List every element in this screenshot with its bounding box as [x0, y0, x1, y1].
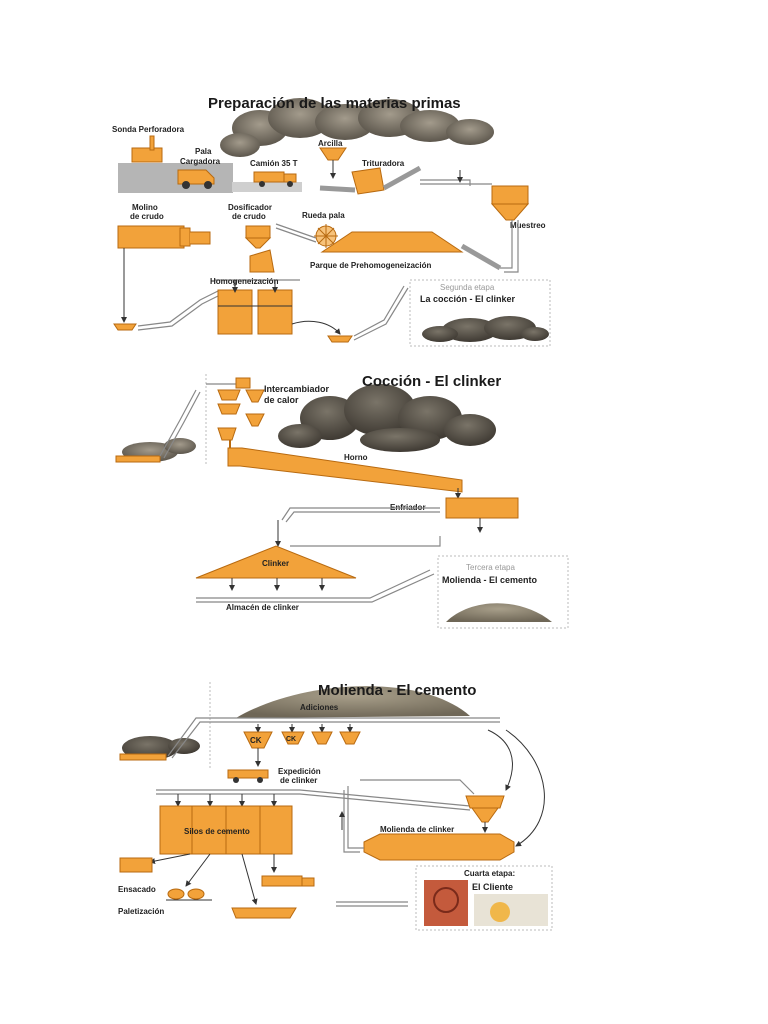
crusher-icon: [319, 165, 422, 195]
next-stage-caption: Segunda etapa: [440, 283, 495, 292]
rock-pile-1: [220, 98, 494, 157]
label-kiln: Horno: [344, 453, 368, 462]
clinker-shipping-icon: [227, 748, 269, 783]
bagging-icon: [119, 853, 191, 873]
label-mill-2: de crudo: [130, 212, 164, 221]
label-sampler: Muestreo: [510, 221, 546, 230]
label-homog: Homogeneización: [210, 277, 279, 286]
section-title: Preparación de las materias primas: [208, 95, 461, 112]
next-stage-caption: Cuarta etapa:: [464, 869, 515, 878]
bulk-truck-icon: [166, 853, 212, 901]
label-crusher: Trituradora: [362, 159, 405, 168]
raw-mill-icon: [117, 225, 211, 249]
label-truck: Camión 35 T: [250, 159, 298, 168]
cooler-icon: [445, 497, 519, 533]
section-title: Molienda - El cemento: [318, 682, 476, 699]
label-mill: Molienda de clinker: [380, 825, 454, 834]
section-clinker: Cocción - El clinker Intercambiador de c…: [115, 373, 569, 629]
label-shipping-1: Expedición: [278, 767, 321, 776]
next-stage-title: Molienda - El cemento: [442, 575, 538, 585]
label-park: Parque de Prehomogeneización: [310, 261, 431, 270]
label-wheel: Rueda pala: [302, 211, 345, 220]
label-bagging: Ensacado: [118, 885, 156, 894]
sampler-icon: [490, 185, 530, 221]
label-storage: Almacén de clinker: [226, 603, 299, 612]
cement-mill-icon: [363, 795, 515, 861]
label-loader-1: Pala: [195, 147, 212, 156]
label-additions: Adiciones: [300, 703, 339, 712]
label-doser-1: Dosificador: [228, 203, 272, 212]
label-pallet: Paletización: [118, 907, 164, 916]
prehomogenization-park: [320, 231, 502, 271]
label-clay: Arcilla: [318, 139, 343, 148]
heat-exchanger-icon: [217, 377, 265, 450]
section-cement: Molienda - El cemento Adiciones CK CK: [118, 682, 553, 931]
quarry-ground: [118, 163, 233, 193]
section-title: Cocción - El clinker: [362, 373, 501, 390]
next-stage-title: La cocción - El clinker: [420, 294, 516, 304]
clay-hopper-icon: [319, 147, 347, 179]
label-drill: Sonda Perforadora: [112, 125, 185, 134]
label-silos: Silos de cemento: [184, 827, 250, 836]
label-doser-2: de crudo: [232, 212, 266, 221]
next-stage-box-1: Segunda etapa La cocción - El clinker: [409, 279, 551, 347]
raw-meal-pile: [115, 438, 196, 463]
homogenization-silos: [217, 280, 293, 335]
clinker-small-pile: [119, 736, 200, 761]
rock-pile-2: [278, 384, 496, 452]
section-raw-materials: Preparación de las materias primas Sonda…: [112, 95, 551, 347]
label-ck-1: CK: [250, 736, 262, 745]
next-stage-box-3: Cuarta etapa: El Cliente: [415, 865, 553, 931]
label-shipping-2: de clinker: [280, 776, 317, 785]
next-stage-box-2: Tercera etapa Molienda - El cemento: [437, 555, 569, 629]
clinker-pile-icon: [195, 545, 357, 591]
additions-hoppers: CK CK: [243, 724, 361, 749]
cement-silos: [159, 794, 293, 855]
drill-icon: [131, 135, 163, 163]
wheel-reclaimer-icon: [314, 224, 338, 248]
kiln-icon: [227, 447, 463, 493]
label-mill-1: Molino: [132, 203, 158, 212]
ship-icon: [231, 853, 297, 919]
doser-icon: [244, 225, 275, 273]
road-truck-icon: [261, 854, 315, 887]
label-exchanger-1: Intercambiador: [264, 384, 330, 394]
label-loader-2: Cargadora: [180, 157, 221, 166]
label-ck-2: CK: [286, 736, 296, 743]
label-exchanger-2: de calor: [264, 395, 299, 405]
sand-pile-3: [236, 686, 470, 718]
label-clinker: Clinker: [262, 559, 289, 568]
next-stage-caption: Tercera etapa: [466, 563, 515, 572]
truck-icon: [253, 171, 297, 187]
next-stage-title: El Cliente: [472, 882, 513, 892]
loader-icon: [177, 169, 215, 189]
